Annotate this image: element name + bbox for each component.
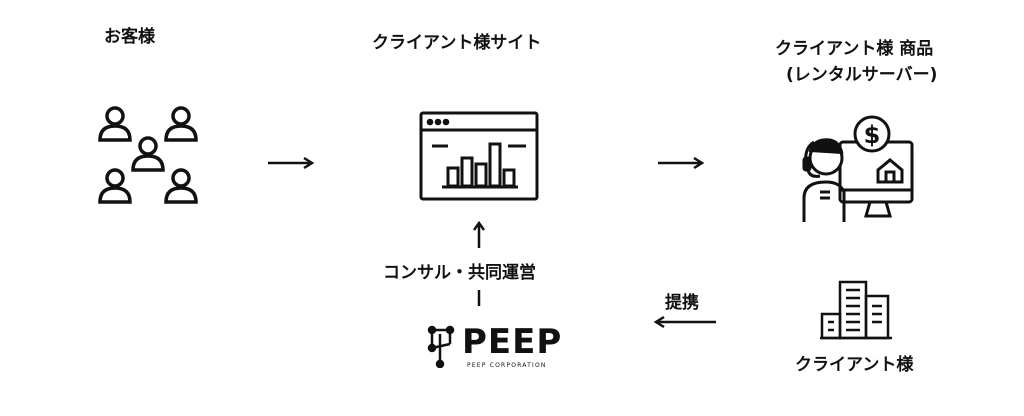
- arrow-customer-to-site: [266, 156, 316, 170]
- client-product-label-line2: (レンタルサーバー): [786, 65, 938, 85]
- svg-text:$: $: [864, 121, 881, 149]
- dashed-connector: [476, 290, 482, 308]
- peep-logo-text: PEEP: [462, 322, 563, 362]
- partner-edge-label: 提携: [665, 293, 699, 313]
- client-label: クライアント様: [795, 355, 914, 375]
- consult-edge-label: コンサル・共同運営: [383, 263, 536, 283]
- arrow-site-to-product: [656, 156, 706, 170]
- arrow-peep-to-site: [471, 220, 487, 250]
- peep-logo-icon: [426, 324, 456, 368]
- customer-label: お客様: [104, 27, 155, 47]
- arrow-client-to-peep: [652, 315, 718, 329]
- chart-browser-icon: [418, 110, 540, 202]
- peep-logo-subtext: PEEP CORPORATION: [467, 362, 547, 369]
- building-icon: [820, 280, 892, 342]
- client-site-label: クライアント様サイト: [372, 33, 542, 53]
- client-product-label-line1: クライアント様 商品: [775, 39, 934, 59]
- users-group-icon: [92, 100, 207, 212]
- support-agent-icon: $: [800, 112, 918, 224]
